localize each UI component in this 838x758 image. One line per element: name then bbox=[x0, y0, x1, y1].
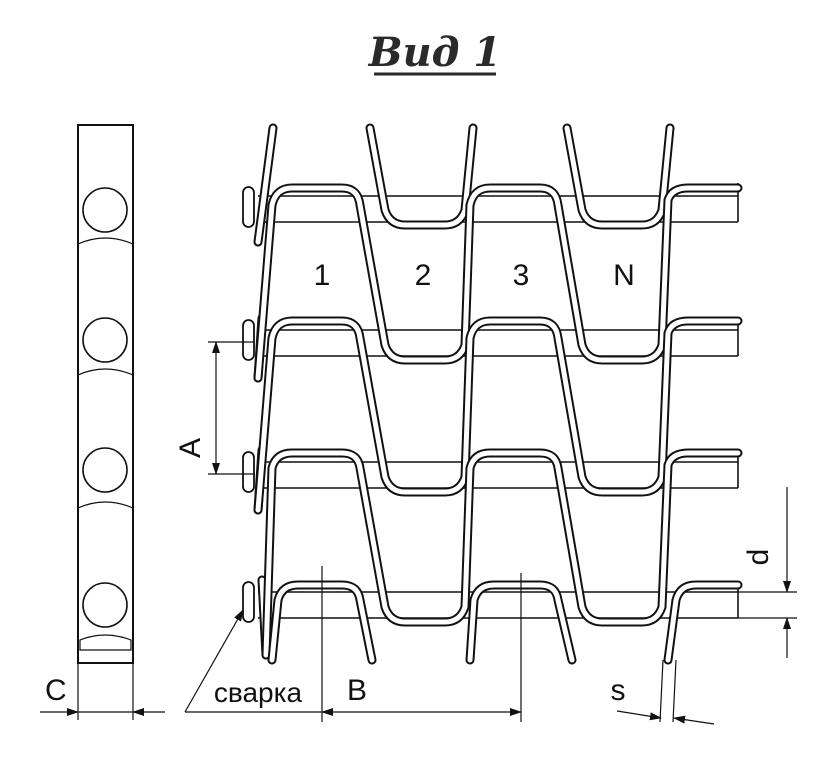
dimension-b: B bbox=[321, 566, 522, 722]
spiral-row-4 bbox=[267, 580, 743, 665]
s-ext-right bbox=[672, 659, 677, 723]
dimension-s: s bbox=[611, 659, 715, 725]
side-arc-4 bbox=[79, 634, 132, 651]
s-arrow-left bbox=[616, 710, 662, 721]
spiral-label-n: N bbox=[613, 259, 635, 292]
weld-callout: сварка bbox=[184, 609, 322, 713]
dimension-c: C bbox=[40, 663, 165, 720]
weld-bead-2 bbox=[242, 319, 255, 361]
spiral-label-1: 1 bbox=[314, 259, 331, 292]
dimension-s-label: s bbox=[611, 674, 626, 707]
weld-bead-3 bbox=[242, 451, 255, 493]
dimension-b-label: B bbox=[347, 674, 367, 707]
s-arrow-right bbox=[673, 715, 715, 725]
weld-bead-4 bbox=[242, 581, 255, 623]
weld-beads bbox=[242, 186, 255, 623]
dimension-a-label: A bbox=[174, 438, 207, 458]
side-rod-1 bbox=[82, 187, 128, 233]
spiral-label-3: 3 bbox=[513, 259, 530, 292]
title-group: Вид 1 bbox=[368, 29, 501, 76]
side-arc-2 bbox=[77, 368, 134, 376]
s-ext-left bbox=[659, 659, 664, 723]
spiral-label-2: 2 bbox=[415, 259, 432, 292]
view-title: Вид 1 bbox=[368, 29, 501, 76]
dimension-a: A bbox=[174, 341, 255, 475]
weld-bead-1 bbox=[242, 186, 255, 228]
side-view bbox=[77, 124, 134, 664]
side-arc-1 bbox=[77, 237, 134, 245]
weld-leader-line bbox=[184, 609, 244, 713]
spiral-row-2 bbox=[253, 316, 743, 515]
side-rod-2 bbox=[82, 317, 128, 363]
weld-label: сварка bbox=[214, 677, 303, 708]
dimension-d: d bbox=[738, 487, 797, 658]
spiral-row-3 bbox=[261, 448, 743, 660]
side-arc-3 bbox=[77, 501, 134, 509]
dimension-d-label: d bbox=[742, 549, 775, 566]
side-strip bbox=[77, 124, 134, 664]
spiral-row-1 bbox=[253, 183, 743, 383]
spiral-top-u-loops bbox=[365, 123, 675, 230]
side-rod-3 bbox=[82, 447, 128, 493]
side-rod-4 bbox=[82, 582, 128, 628]
mesh-main: 1 2 3 N bbox=[242, 123, 743, 665]
dimension-c-label: C bbox=[45, 674, 67, 707]
spiral-labels: 1 2 3 N bbox=[314, 259, 635, 292]
